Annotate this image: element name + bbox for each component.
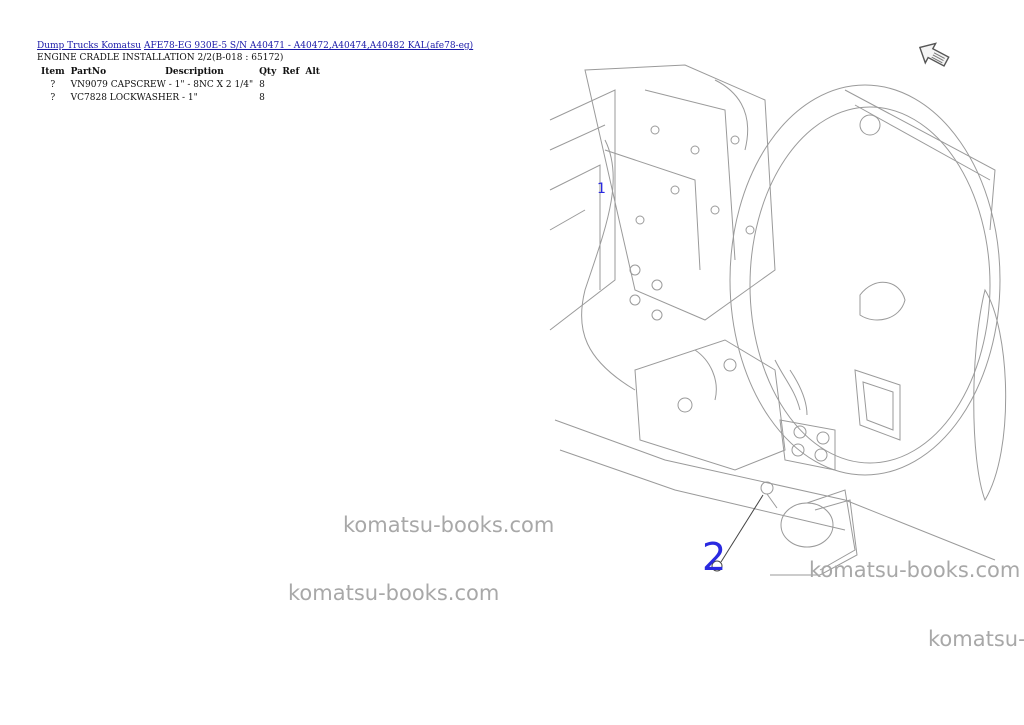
callout-1-label: 1 [597,181,606,197]
arrow-left-icon[interactable] [914,36,954,74]
cell-partno: VN9079 [70,80,108,90]
watermark-text: komatsu-books.com [809,558,1021,582]
cell-item: ? [50,93,56,103]
cell-ref [279,79,302,92]
table-row: ? VC7828 LOCKWASHER - 1" 8 [38,92,323,105]
cell-item: ? [50,80,56,90]
cell-qty: 8 [259,80,265,90]
cell-partno: VC7828 [70,93,107,103]
cell-part-description: VC7828 LOCKWASHER - 1" [68,92,256,105]
col-header-ref: Ref [282,67,300,77]
page-title: ENGINE CRADLE INSTALLATION 2/2(B-018 : 6… [37,53,284,63]
cell-description: CAPSCREW - 1" - 8NC X 2 1/4" [110,80,254,90]
table-row: ? VN9079 CAPSCREW - 1" - 8NC X 2 1/4" 8 [38,79,323,92]
col-header-item: Item [41,67,65,77]
watermark-text: komatsu-books.com [288,581,500,605]
watermark-text: komatsu-books.com [928,627,1024,651]
breadcrumb: Dump Trucks Komatsu AFE78-EG 930E-5 S/N … [37,40,473,52]
cell-part-description: VN9079 CAPSCREW - 1" - 8NC X 2 1/4" [68,79,256,92]
watermark-text: komatsu-books.com [343,513,555,537]
table-header-row: Item PartNo Description Qty Ref Alt [38,66,323,79]
breadcrumb-link-model[interactable]: AFE78-EG 930E-5 S/N A40471 - A40472,A404… [143,41,474,51]
col-header-partno: PartNo [70,67,107,77]
cell-alt [302,92,323,105]
cell-ref [279,92,302,105]
col-header-description: Description [165,67,224,77]
parts-table: Item PartNo Description Qty Ref Alt ? VN… [38,66,323,105]
callout-2-label: 2 [702,535,726,579]
engine-cradle-diagram: 1 2 [549,64,1007,579]
cell-qty: 8 [259,93,265,103]
col-header-qty: Qty [259,67,277,77]
cell-description: LOCKWASHER - 1" [109,93,198,103]
breadcrumb-link-dump-trucks[interactable]: Dump Trucks Komatsu [37,41,142,51]
cell-alt [302,79,323,92]
col-header-alt: Alt [305,67,320,77]
